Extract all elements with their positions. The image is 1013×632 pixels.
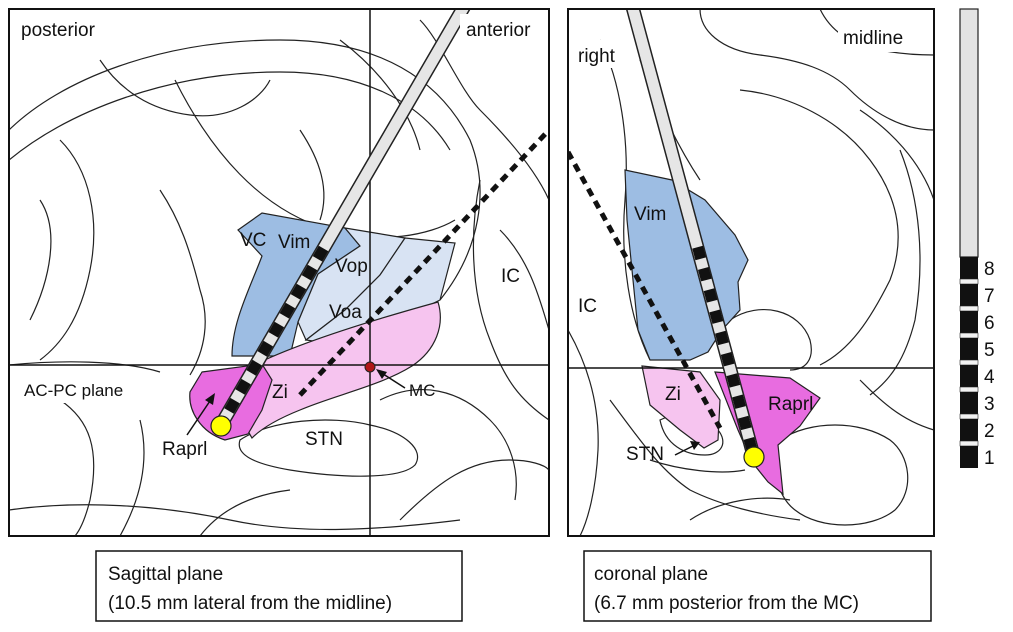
sagittal-acpc-bg: [18, 377, 150, 403]
contact-label-7: 7: [984, 286, 995, 307]
sagittal-label-acpc: AC-PC plane: [24, 381, 123, 400]
sagittal-anatomy-outlines: [9, 19, 549, 536]
gap-5-4: [959, 359, 979, 366]
contact-1: [960, 446, 978, 468]
coronal-electrode-contacts: [691, 243, 758, 452]
sagittal-caption: Sagittal plane (10.5 mm lateral from the…: [95, 550, 463, 622]
sagittal-mc-marker: [364, 361, 376, 373]
coronal-anatomy-outlines: [568, 9, 934, 536]
contact-label-1: 1: [984, 448, 995, 469]
sagittal-label-zi: Zi: [272, 382, 288, 403]
sagittal-electrode-contacts: [213, 243, 330, 433]
coronal-caption-line1: coronal plane: [594, 564, 708, 585]
coronal-stn-arrowhead: [690, 441, 700, 450]
coronal-corner-right-bg: [838, 22, 928, 52]
contact-4: [960, 365, 978, 387]
coronal-label-stn: STN: [626, 444, 664, 465]
contact-5: [960, 338, 978, 360]
contact-label-6: 6: [984, 313, 995, 334]
contact-8: [960, 257, 978, 279]
coronal-label-vim: Vim: [634, 204, 666, 225]
sagittal-electrode-shaft: [213, 9, 470, 433]
contact-6: [960, 311, 978, 333]
coronal-label-raprl: Raprl: [768, 394, 813, 415]
sagittal-label-stn: STN: [305, 429, 343, 450]
sagittal-label-vop: Vop: [335, 256, 368, 277]
gap-4-3: [959, 386, 979, 393]
sagittal-label-voa: Voa: [329, 302, 362, 323]
sagittal-caption-line1: Sagittal plane: [108, 564, 223, 585]
coronal-panel: right midline Vim IC Zi Raprl STN: [567, 8, 935, 537]
sagittal-raprl-arrowhead: [205, 393, 215, 405]
gap-8-7: [959, 278, 979, 285]
sagittal-label-anterior: anterior: [466, 20, 531, 41]
contact-label-2: 2: [984, 421, 995, 442]
coronal-caption-box: [583, 550, 932, 622]
coronal-caption: coronal plane (6.7 mm posterior from the…: [583, 550, 932, 622]
contact-label-8: 8: [984, 259, 995, 280]
coronal-label-ic: IC: [578, 296, 597, 317]
sagittal-caption-line2: (10.5 mm lateral from the midline): [108, 593, 392, 614]
gap-2-1: [959, 440, 979, 447]
coronal-label-midline: midline: [843, 28, 903, 49]
coronal-stn-arrow: [674, 444, 696, 456]
sagittal-corner-left-bg: [12, 14, 107, 44]
sagittal-panel-border: [8, 8, 550, 537]
sagittal-raprl-arrow: [186, 397, 213, 436]
electrode-scale: 8 7 6 5 4 3 2 1: [959, 8, 995, 469]
sagittal-panel: posterior anterior VC Vim Vop Voa IC AC-…: [8, 8, 550, 537]
electrode-scale-shaft: [959, 8, 979, 258]
contact-7: [960, 284, 978, 306]
contact-label-3: 3: [984, 394, 995, 415]
sagittal-electrode-tip: [210, 415, 232, 437]
coronal-label-zi: Zi: [665, 384, 681, 405]
contact-3: [960, 392, 978, 414]
coronal-dotted-trajectory: [568, 150, 723, 430]
sagittal-dotted-trajectory: [298, 128, 549, 397]
sagittal-mc-arrowhead: [376, 369, 387, 379]
sagittal-label-raprl: Raprl: [162, 439, 207, 460]
coronal-panel-border: [567, 8, 935, 537]
coronal-electrode-tip: [743, 446, 765, 468]
coronal-zi-region: [641, 365, 721, 449]
sagittal-label-ic: IC: [501, 266, 520, 287]
gap-7-6: [959, 305, 979, 312]
contact-label-5: 5: [984, 340, 995, 361]
contact-2: [960, 419, 978, 441]
sagittal-caption-box: [95, 550, 463, 622]
gap-6-5: [959, 332, 979, 339]
sagittal-label-posterior: posterior: [21, 20, 96, 41]
sagittal-label-vim: Vim: [278, 232, 310, 253]
coronal-corner-left-bg: [572, 40, 626, 68]
gap-3-2: [959, 413, 979, 420]
sagittal-corner-right-bg: [460, 14, 548, 44]
contact-label-4: 4: [984, 367, 995, 388]
sagittal-label-mc: MC: [409, 381, 435, 400]
coronal-label-right: right: [578, 46, 616, 67]
sagittal-label-vc: VC: [240, 230, 266, 251]
coronal-caption-line2: (6.7 mm posterior from the MC): [594, 593, 859, 614]
